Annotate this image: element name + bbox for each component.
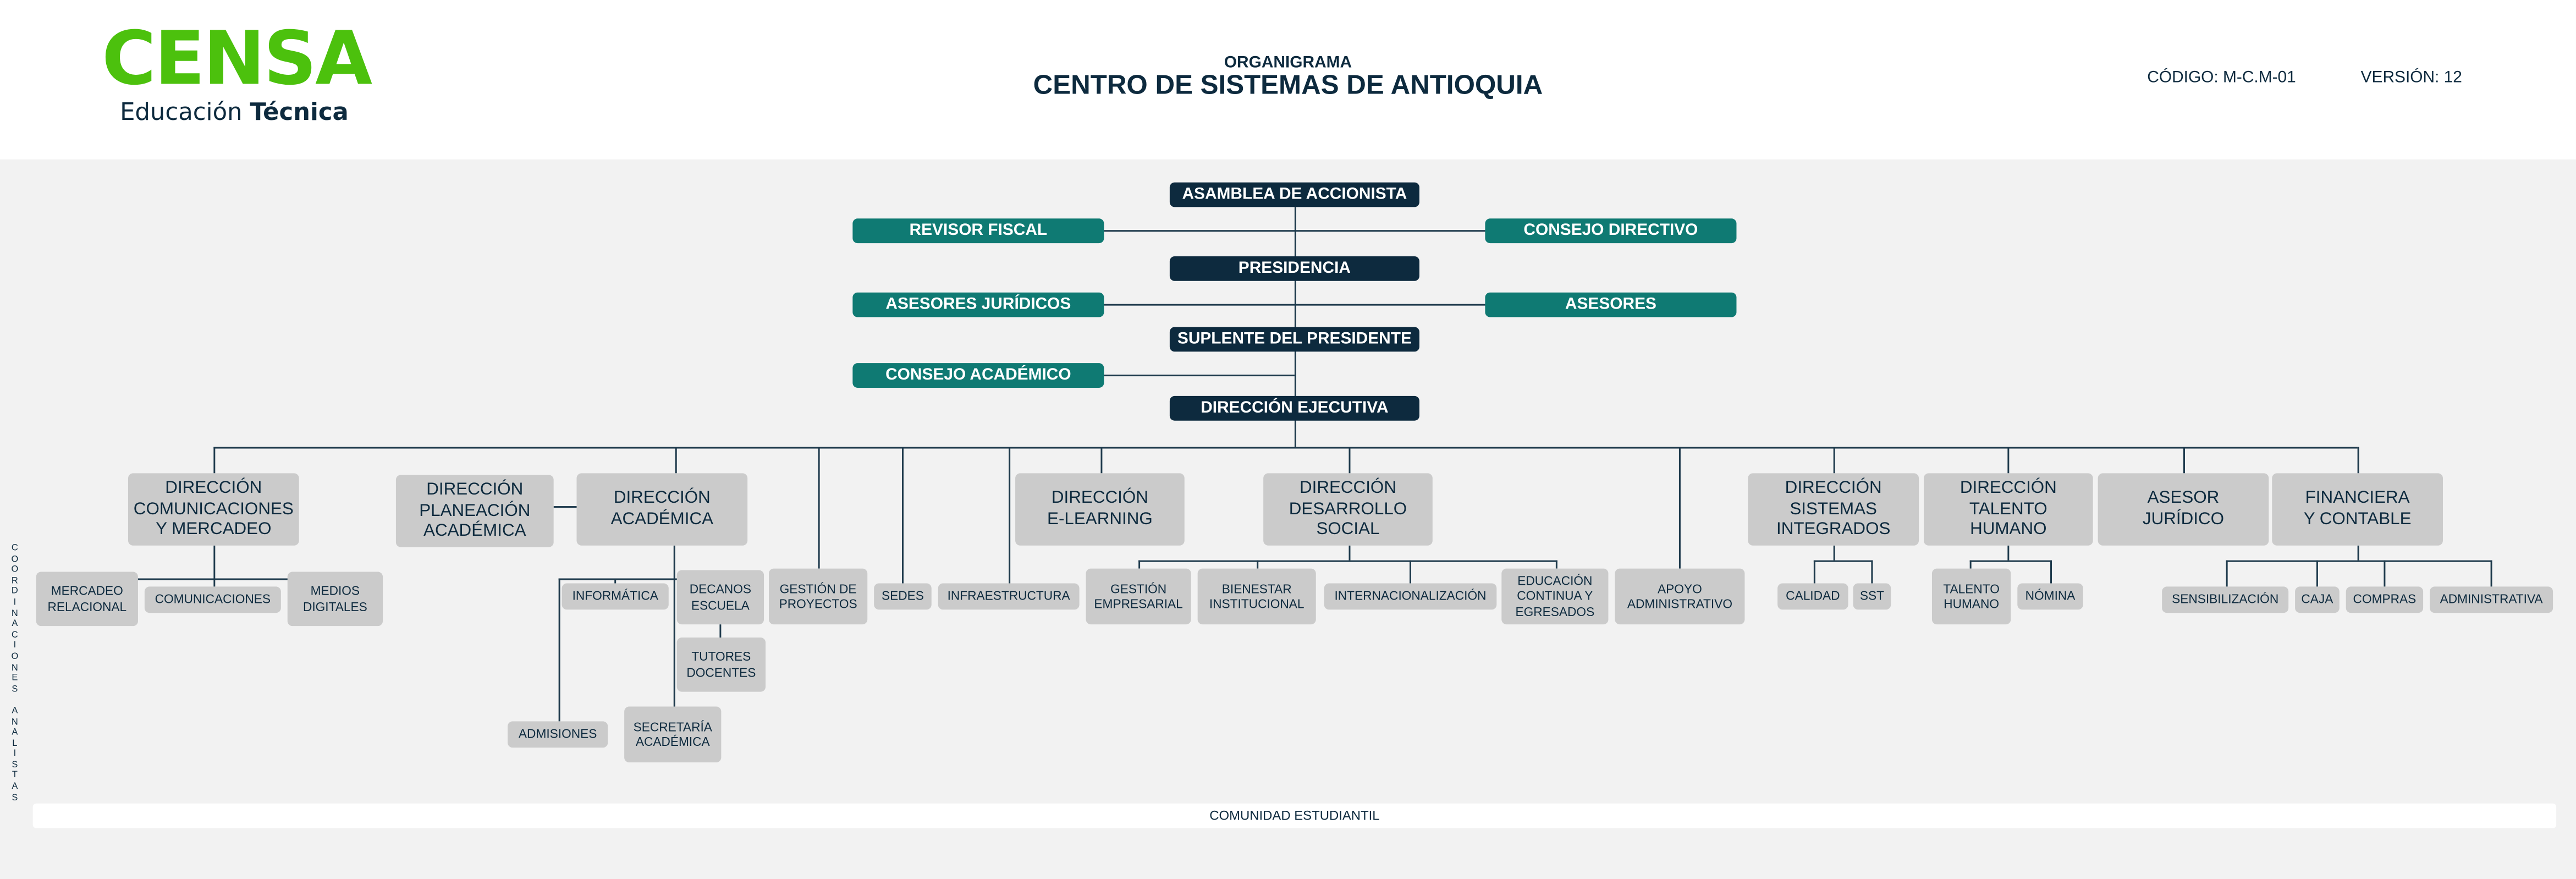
node-sensibilizacion: SENSIBILIZACIÓN — [2162, 586, 2289, 613]
node-presidencia: PRESIDENCIA — [1169, 256, 1419, 281]
side-label: C O O R D I N A C I O N E S A N A L I S … — [11, 543, 19, 803]
node-administrativa: ADMINISTRATIVA — [2430, 586, 2553, 613]
node-dir-comunicaciones: DIRECCIÓN COMUNICACIONES Y MERCADEO — [128, 473, 299, 546]
node-comunicaciones: COMUNICACIONES — [144, 586, 281, 613]
connector-line — [553, 506, 577, 508]
node-dir-elearning: DIRECCIÓN E-LEARNING — [1015, 473, 1185, 546]
connector-line — [675, 447, 677, 474]
connector-line — [2226, 560, 2228, 587]
node-informatica: INFORMÁTICA — [562, 583, 669, 610]
connector-line — [614, 578, 617, 584]
node-dir-academica: DIRECCIÓN ACADÉMICA — [576, 473, 748, 546]
connector-line — [1678, 447, 1681, 569]
connector-line — [1348, 545, 1351, 561]
connector-line — [1104, 375, 1295, 377]
node-dir-talento: DIRECCIÓN TALENTO HUMANO — [1924, 473, 2093, 546]
node-medios-digitales: MEDIOS DIGITALES — [287, 572, 383, 627]
header: CENSA Educación Técnica ORGANIGRAMA CENT… — [0, 0, 2576, 160]
connector-line — [2007, 447, 2010, 474]
connector-line — [1969, 560, 2052, 562]
document-version: VERSIÓN: 12 — [2360, 69, 2462, 87]
node-talento-humano: TALENTO HUMANO — [1931, 568, 2011, 625]
tagline-b: Técnica — [250, 100, 349, 127]
connector-line — [2490, 560, 2492, 587]
node-asesores-juridicos: ASESORES JURÍDICOS — [852, 292, 1104, 317]
connector-line — [1104, 230, 1485, 232]
node-asesor-juridico: ASESOR JURÍDICO — [2098, 473, 2269, 546]
logo-tagline: Educación Técnica — [120, 100, 349, 127]
connector-line — [1138, 560, 1141, 569]
logo: CENSA — [102, 14, 372, 102]
node-calidad: CALIDAD — [1777, 583, 1848, 610]
connector-line — [1555, 560, 1557, 569]
connector-line — [2183, 447, 2185, 474]
connector-line — [558, 578, 560, 722]
node-secretaria: SECRETARÍA ACADÉMICA — [624, 706, 722, 763]
node-consejo-academico: CONSEJO ACADÉMICO — [852, 363, 1104, 388]
node-internacionalizacion: INTERNACIONALIZACIÓN — [1324, 583, 1497, 610]
document-code: CÓDIGO: M-C.M-01 — [2147, 69, 2296, 87]
connector-line — [213, 447, 216, 474]
node-consejo-directivo: CONSEJO DIRECTIVO — [1485, 218, 1737, 244]
node-dir-sistemas: DIRECCIÓN SISTEMAS INTEGRADOS — [1748, 473, 1919, 546]
connector-line — [2384, 560, 2386, 587]
connector-line — [901, 447, 904, 584]
tagline-a: Educación — [120, 100, 243, 127]
node-infraestructura: INFRAESTRUCTURA — [938, 583, 1080, 610]
connector-line — [1969, 560, 1972, 569]
connector-line — [1833, 545, 1835, 561]
node-compras: COMPRAS — [2346, 586, 2424, 613]
connector-line — [818, 447, 820, 569]
node-gestion-empresarial: GESTIÓN EMPRESARIAL — [1086, 568, 1191, 625]
connector-line — [1813, 560, 1815, 584]
connector-line — [1833, 447, 1835, 474]
connector-line — [2226, 560, 2492, 562]
node-mercadeo-relacional: MERCADEO RELACIONAL — [36, 572, 138, 627]
node-nomina: NÓMINA — [2017, 583, 2083, 610]
node-dir-planeacion: DIRECCIÓN PLANEACIÓN ACADÉMICA — [395, 475, 554, 547]
footer-bar: COMUNIDAD ESTUDIANTIL — [32, 803, 2557, 828]
node-revisor-fiscal: REVISOR FISCAL — [852, 218, 1104, 244]
page-title: CENTRO DE SISTEMAS DE ANTIOQUIA — [1033, 70, 1543, 101]
node-decanos: DECANOS ESCUELA — [676, 570, 764, 625]
connector-line — [2050, 560, 2052, 584]
node-asamblea: ASAMBLEA DE ACCIONISTA — [1169, 182, 1419, 207]
node-financiera: FINANCIERA Y CONTABLE — [2272, 473, 2443, 546]
node-bienestar: BIENESTAR INSTITUCIONAL — [1197, 568, 1316, 625]
connector-line — [85, 578, 334, 580]
connector-line — [1100, 447, 1103, 474]
connector-line — [2357, 447, 2359, 474]
node-admisiones: ADMISIONES — [508, 721, 608, 748]
connector-line — [1104, 304, 1485, 306]
connector-line — [1813, 560, 1873, 562]
node-asesores: ASESORES — [1485, 292, 1737, 317]
node-sst: SST — [1853, 583, 1891, 610]
node-apoyo-administrativo: APOYO ADMINISTRATIVO — [1615, 568, 1745, 625]
connector-line — [1410, 560, 1412, 584]
node-caja: CAJA — [2295, 586, 2340, 613]
connector-line — [213, 447, 2358, 449]
connector-line — [2357, 545, 2359, 561]
connector-line — [558, 578, 722, 580]
node-tutores: TUTORES DOCENTES — [676, 638, 766, 692]
node-sedes: SEDES — [874, 583, 932, 610]
connector-line — [1871, 560, 1873, 584]
connector-line — [2007, 545, 2010, 561]
node-direccion-ejecutiva: DIRECCIÓN EJECUTIVA — [1169, 395, 1419, 421]
connector-line — [1257, 560, 1259, 569]
connector-line — [719, 624, 722, 638]
connector-line — [673, 545, 675, 707]
node-dir-desarrollo: DIRECCIÓN DESARROLLO SOCIAL — [1263, 473, 1433, 546]
connector-line — [1348, 447, 1351, 474]
connector-line — [2316, 560, 2318, 587]
connector-line — [1009, 447, 1011, 584]
connector-line — [213, 545, 216, 587]
node-educacion-continua: EDUCACIÓN CONTINUA Y EGRESADOS — [1501, 568, 1609, 625]
node-suplente: SUPLENTE DEL PRESIDENTE — [1169, 327, 1419, 352]
subtitle: ORGANIGRAMA — [1224, 54, 1352, 73]
connector-line — [1138, 560, 1557, 562]
node-gestion-proyectos: GESTIÓN DE PROYECTOS — [769, 568, 868, 625]
